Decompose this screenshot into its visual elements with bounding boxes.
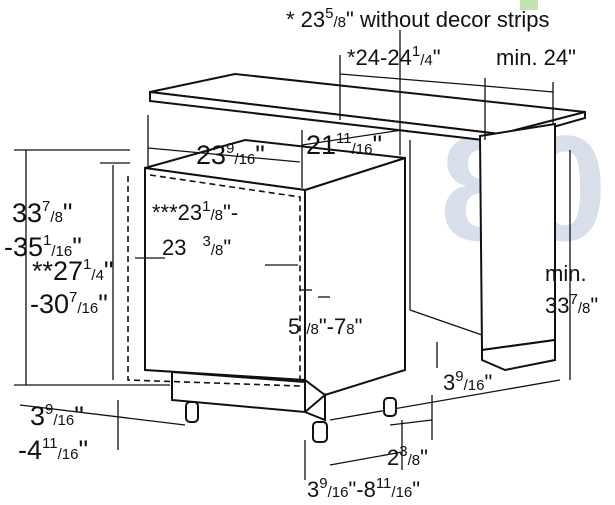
- kick-ext: [389, 419, 433, 426]
- rear-floor-line: [409, 309, 483, 336]
- door-height-line2: -307/16": [30, 289, 108, 319]
- foot-front-right: [312, 421, 328, 443]
- toe-right-label: 39/16": [443, 368, 492, 395]
- min-height-line2: 337/8": [545, 291, 598, 318]
- height-label-line1: 337/8": [12, 198, 73, 228]
- green-corner-mark: [520, 0, 538, 10]
- rear-floor-line-2: [329, 379, 561, 421]
- door-height-line1: **271/4": [32, 256, 114, 286]
- dishwasher-side: [304, 156, 406, 397]
- depth-label: *24-241/4": [347, 43, 441, 70]
- decor-strip-note: * 235/8" without decor strips: [286, 5, 549, 32]
- adjacent-cabinet-base: [481, 338, 556, 372]
- min-depth-dim-line: [484, 85, 554, 93]
- depth-dim-line: [339, 73, 486, 87]
- adjacent-cabinet: [478, 122, 556, 352]
- bottom-label: 39/16"-811/16": [307, 475, 420, 502]
- door-outline-dashed: [127, 176, 301, 387]
- toe-left-line1: 39/16": [30, 401, 84, 431]
- foot-front-left: [185, 401, 199, 423]
- min-height-line1: min.: [545, 261, 587, 286]
- panel-thickness-label: 5 /8"-78": [288, 314, 362, 339]
- height-label-line2: -351/16": [4, 232, 82, 262]
- bottom-dim-line: [329, 451, 403, 466]
- kick-label: 23/8": [387, 443, 428, 470]
- door-outline-top: [149, 174, 301, 385]
- width-dim-line: [147, 147, 301, 163]
- door-width-line1: ***231/8"-: [152, 198, 238, 225]
- side-depth-label: 2111/16": [306, 130, 382, 160]
- side-depth-dim-line: [301, 129, 403, 146]
- min-depth-label: min. 24": [496, 45, 576, 70]
- dishwasher-front: [144, 166, 306, 382]
- toe-left-ext: [19, 404, 186, 426]
- foot-rear-right: [383, 397, 397, 417]
- width-label: 239/16": [196, 140, 265, 170]
- toe-left-line2: -411/16": [18, 435, 88, 465]
